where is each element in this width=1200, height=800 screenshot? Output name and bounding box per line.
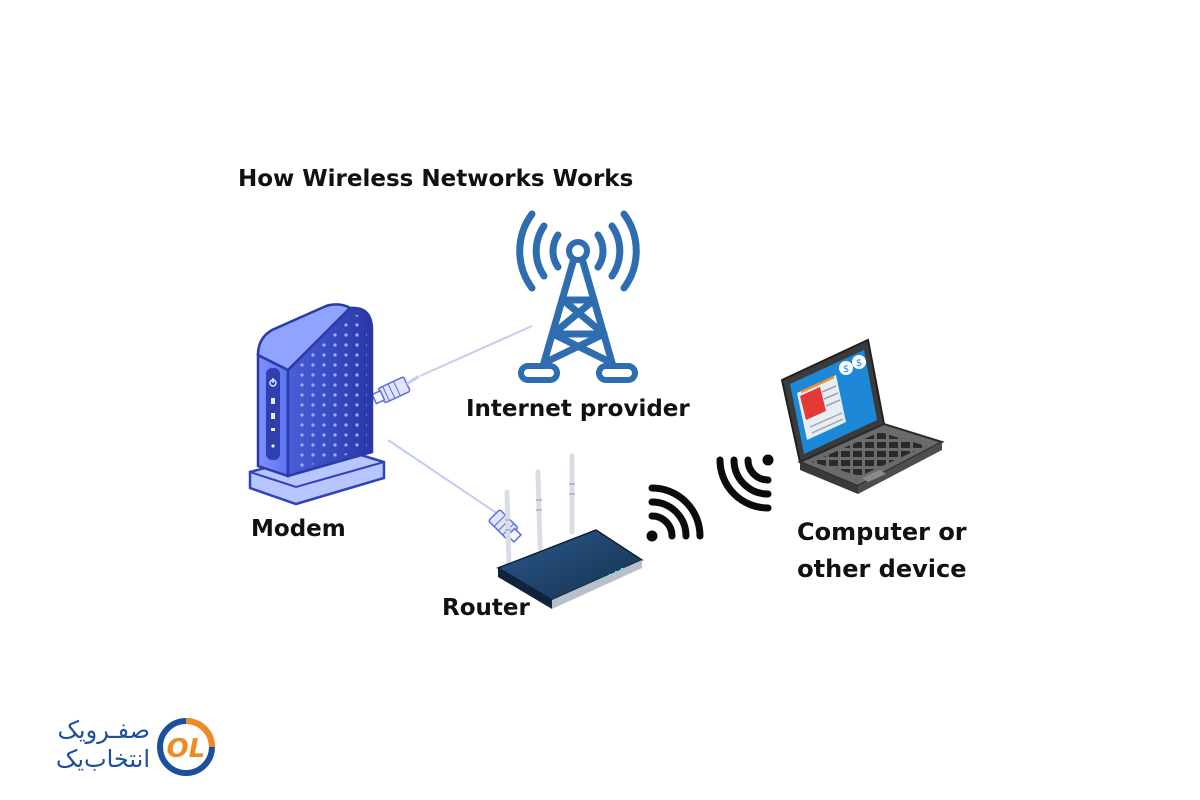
diagram-title: How Wireless Networks Works [238,166,634,192]
brand-wordmark: صفـرویک انتخاب‌یک [30,716,150,774]
svg-text:$: $ [843,364,849,375]
svg-text:OL: OL [167,734,206,764]
device-label: Computer or other device [797,514,967,588]
ethernet-plug-icon [371,374,420,405]
svg-text:$: $ [856,358,862,369]
device-label-line1: Computer or [797,518,967,546]
brand-line1: صفـرویک [57,716,150,744]
internet-provider-label: Internet provider [466,396,690,422]
brand-line2: انتخاب‌یک [55,745,150,773]
device-label-line2: other device [797,555,967,583]
modem-label: Modem [251,516,346,542]
cable-tower-modem [419,325,533,377]
router-label: Router [442,595,530,621]
cable-modem-router [387,439,499,515]
